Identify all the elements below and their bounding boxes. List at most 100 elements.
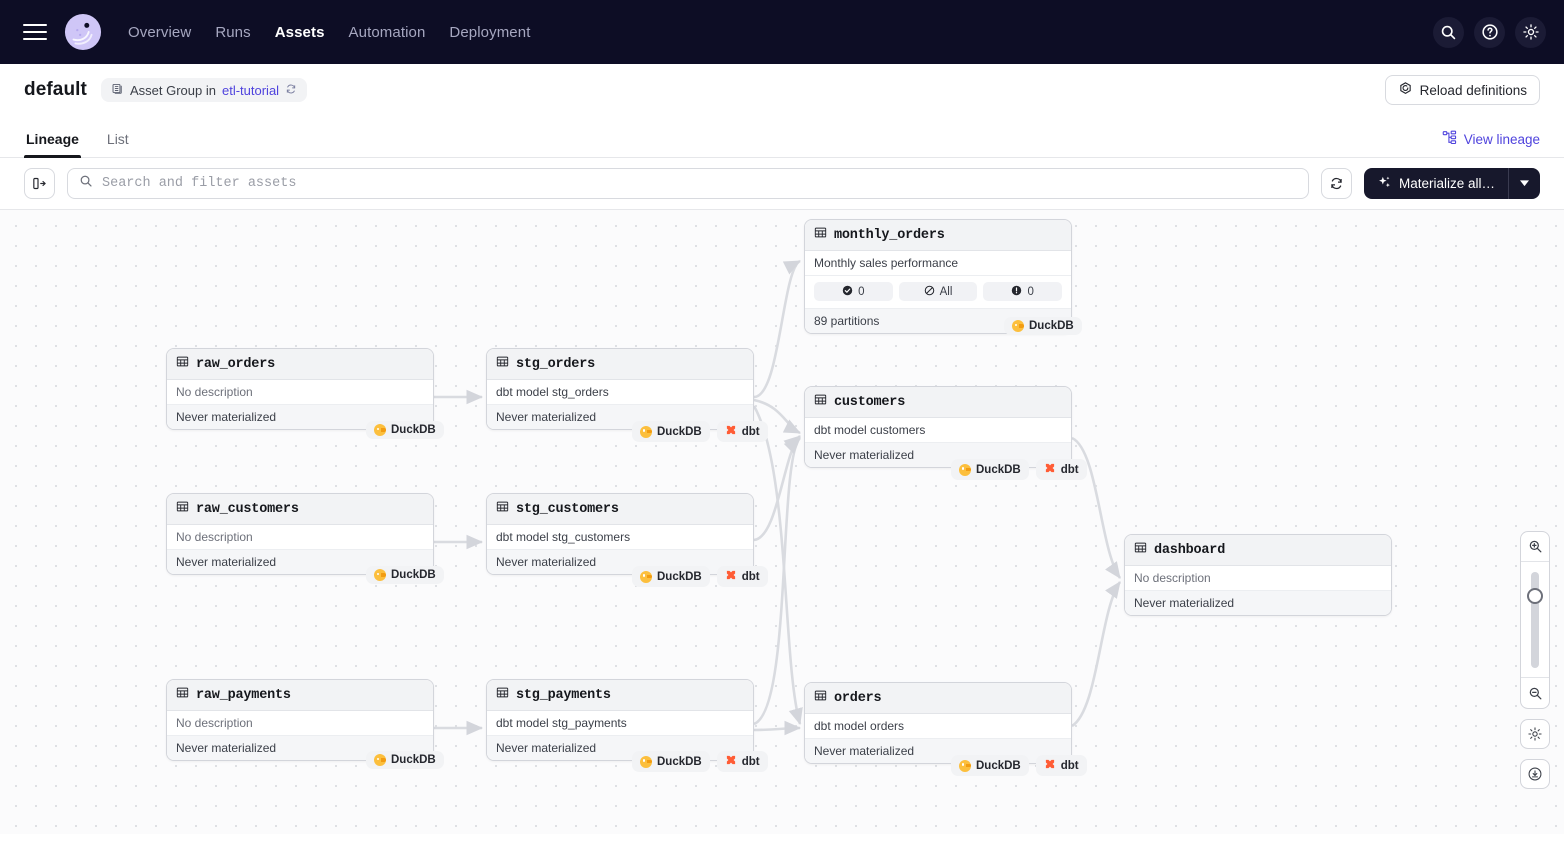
tab-list[interactable]: List [106,131,129,147]
zoom-in-icon[interactable] [1521,532,1549,562]
panel-toggle-icon[interactable] [24,168,55,199]
tag-duckdb[interactable]: DuckDB [366,566,444,584]
table-icon [176,686,189,704]
asset-node-stg_payments[interactable]: stg_payments dbt model stg_payments Neve… [486,679,754,761]
asset-group-chip[interactable]: Asset Group in etl-tutorial [100,78,308,102]
materialize-all-button[interactable]: Materialize all… [1363,168,1540,199]
tag-duckdb[interactable]: DuckDB [366,751,444,769]
reload-definitions-button[interactable]: Reload definitions [1384,75,1540,105]
asset-node-description: No description [167,525,433,550]
tag-duckdb[interactable]: DuckDB [951,459,1029,480]
table-icon [176,355,189,373]
tag-label: dbt [1060,463,1079,476]
tag-label: DuckDB [976,463,1021,476]
table-icon [1134,541,1147,559]
asset-node-header: orders [805,683,1071,714]
nav-link-deployment[interactable]: Deployment [449,23,531,41]
asset-node-title: monthly_orders [834,227,945,243]
tag-duckdb[interactable]: DuckDB [632,421,710,442]
view-lineage-label: View lineage [1463,131,1540,147]
asset-node-title: stg_orders [516,356,596,372]
asset-group-prefix: Asset Group in [129,82,216,98]
partition-chip-missing[interactable]: All [898,282,978,301]
tag-duckdb[interactable]: DuckDB [951,755,1029,776]
graph-settings-icon[interactable] [1520,719,1550,749]
asset-node-description: dbt model stg_payments [487,711,753,736]
asset-node-header: monthly_orders [805,220,1071,251]
tag-label: DuckDB [976,759,1021,772]
asset-node-stg_customers[interactable]: stg_customers dbt model stg_customers Ne… [486,493,754,575]
search-icon[interactable] [1433,16,1464,48]
tag-dbt[interactable]: dbt [716,751,768,772]
materialize-all-main[interactable]: Materialize all… [1364,168,1508,199]
duckdb-icon [640,570,652,583]
nav-link-overview[interactable]: Overview [128,23,192,41]
asset-node-raw_orders[interactable]: raw_orders No description Never material… [166,348,434,430]
zoom-slider[interactable] [1521,562,1549,678]
asset-node-header: raw_customers [167,494,433,525]
tag-dbt[interactable]: dbt [716,566,768,587]
materialize-dropdown-caret[interactable] [1509,168,1540,199]
asset-node-header: stg_payments [487,680,753,711]
asset-node-description: Monthly sales performance [805,251,1071,276]
table-icon [496,500,509,518]
tag-dbt[interactable]: dbt [1035,755,1087,776]
partition-chip-label: 0 [858,285,865,298]
duckdb-icon [959,759,971,772]
asset-node-status: Never materialized [1125,591,1391,615]
slash-circle-icon [924,285,935,299]
asset-node-tags-stg_payments: DuckDB dbt [632,751,768,772]
dbt-icon [1044,462,1056,477]
tab-lineage[interactable]: Lineage [24,131,81,158]
download-center-icon[interactable] [1520,759,1550,789]
tag-label: DuckDB [391,424,436,436]
reload-icon [1398,81,1413,99]
dbt-icon [725,424,737,439]
partition-status-chips: 0 All 0 [805,276,1071,308]
partition-chip-failed[interactable]: 0 [983,282,1063,301]
search-filter-box[interactable] [67,168,1309,199]
tag-duckdb[interactable]: DuckDB [1004,317,1082,335]
tag-dbt[interactable]: dbt [716,421,768,442]
materialize-all-label: Materialize all… [1398,176,1495,191]
refresh-graph-button[interactable] [1320,168,1352,199]
tag-dbt[interactable]: dbt [1035,459,1087,480]
asset-node-dashboard[interactable]: dashboard No description Never materiali… [1124,534,1392,616]
asset-group-icon [111,82,124,98]
hamburger-icon[interactable] [18,15,52,49]
duckdb-icon [640,755,652,768]
asset-node-customers[interactable]: customers dbt model customers Never mate… [804,386,1072,468]
asset-group-link[interactable]: etl-tutorial [221,82,280,98]
search-input[interactable] [102,176,1297,191]
asset-node-title: stg_payments [516,687,611,703]
graph-edges [434,259,1122,736]
duckdb-icon [1012,320,1024,332]
table-icon [496,686,509,704]
lineage-graph-canvas[interactable]: monthly_orders Monthly sales performance… [0,210,1564,834]
tag-label: DuckDB [391,569,436,581]
dbt-icon [725,569,737,584]
nav-link-assets[interactable]: Assets [274,23,325,41]
dagster-logo[interactable] [64,13,102,51]
asset-node-raw_customers[interactable]: raw_customers No description Never mater… [166,493,434,575]
asset-node-stg_orders[interactable]: stg_orders dbt model stg_orders Never ma… [486,348,754,430]
zoom-out-icon[interactable] [1521,678,1549,708]
nav-link-runs[interactable]: Runs [215,23,251,41]
partition-chip-materialized[interactable]: 0 [814,282,893,301]
zoom-slider-thumb[interactable] [1527,588,1543,604]
dbt-icon [725,754,737,769]
settings-icon[interactable] [1515,16,1546,48]
nav-link-automation[interactable]: Automation [348,23,426,41]
tag-duckdb[interactable]: DuckDB [632,751,710,772]
duckdb-icon [640,425,652,438]
view-lineage-link[interactable]: View lineage [1442,130,1540,148]
tag-duckdb[interactable]: DuckDB [632,566,710,587]
tag-duckdb[interactable]: DuckDB [366,421,444,439]
asset-node-tags-raw_customers: DuckDB [366,566,444,584]
asset-node-orders[interactable]: orders dbt model orders Never materializ… [804,682,1072,764]
refresh-icon[interactable] [285,83,297,98]
help-icon[interactable] [1474,16,1505,48]
asset-node-raw_payments[interactable]: raw_payments No description Never materi… [166,679,434,761]
tag-label: DuckDB [1029,320,1074,332]
tag-label: DuckDB [391,754,436,766]
